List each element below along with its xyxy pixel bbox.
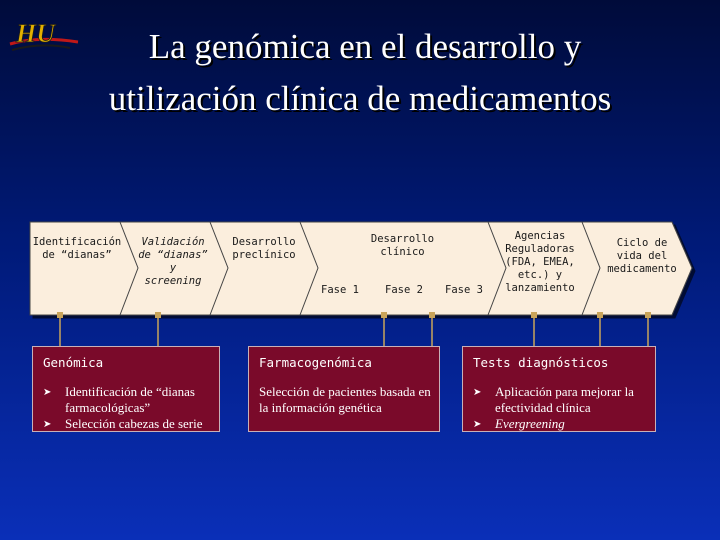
panel-tests-diagnosticos: Tests diagnósticos ➤ Aplicación para mej… bbox=[462, 346, 656, 432]
stage-fase-1: Fase 1 bbox=[321, 284, 359, 296]
connector-marker bbox=[429, 312, 435, 318]
stage-divider bbox=[581, 221, 601, 316]
hu-logo: HU bbox=[9, 19, 79, 51]
stage-divider bbox=[299, 221, 319, 316]
connector-marker bbox=[381, 312, 387, 318]
connector-marker bbox=[155, 312, 161, 318]
arrow-bullet-icon: ➤ bbox=[473, 387, 482, 398]
bullet-item: ➤ Aplicación para mejorar la efectividad… bbox=[473, 384, 634, 415]
stage-divider bbox=[209, 221, 229, 316]
logo-text: HU bbox=[15, 19, 56, 48]
panel-genomica: Genómica ➤ Identificación de “dianas far… bbox=[32, 346, 220, 432]
connector-marker bbox=[597, 312, 603, 318]
connector-marker bbox=[531, 312, 537, 318]
process-arrow bbox=[29, 221, 693, 316]
bullet-item: ➤ Evergreening bbox=[473, 416, 565, 431]
connector-marker bbox=[645, 312, 651, 318]
arrow-bullet-icon: ➤ bbox=[43, 387, 52, 398]
stage-divider bbox=[119, 221, 139, 316]
arrow-bullet-icon: ➤ bbox=[43, 419, 52, 430]
stage-divider bbox=[487, 221, 507, 316]
stage-fase-2: Fase 2 bbox=[385, 284, 423, 296]
stage-fase-3: Fase 3 bbox=[445, 284, 483, 296]
panel-farmacogenomica: Farmacogenómica Selección de pacientes b… bbox=[248, 346, 440, 432]
bullet-item: ➤ Identificación de “dianas farmacológic… bbox=[43, 384, 195, 415]
panel-title: Farmacogenómica bbox=[259, 355, 372, 370]
panel-text: Selección de pacientes basada en la info… bbox=[259, 384, 431, 415]
connector-marker bbox=[57, 312, 63, 318]
panel-title: Genómica bbox=[43, 355, 104, 370]
slide-title-line-2: utilización clínica de medicamentos bbox=[108, 79, 612, 118]
bullet-item: ➤ Selección cabezas de serie bbox=[43, 416, 203, 431]
panel-title: Tests diagnósticos bbox=[473, 355, 609, 370]
slide-title-line-1: La genómica en el desarrollo y bbox=[148, 27, 582, 66]
arrow-bullet-icon: ➤ bbox=[473, 419, 482, 430]
